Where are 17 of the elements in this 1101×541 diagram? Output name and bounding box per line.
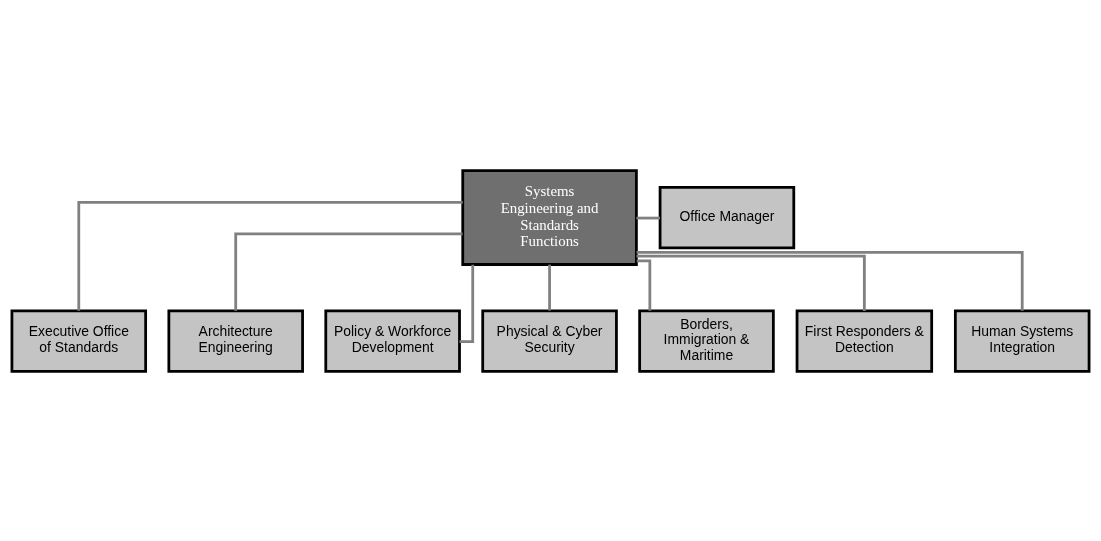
node-box: Architecture Engineering (167, 309, 304, 373)
connector (234, 231, 463, 311)
node-box: Policy & Workforce Development (324, 309, 461, 373)
connector (459, 264, 475, 343)
node-box: Human Systems Integration (953, 309, 1091, 373)
node-box: Physical & Cyber Security (481, 309, 618, 373)
connector (636, 216, 660, 219)
connector (636, 258, 652, 311)
connector (77, 200, 463, 311)
connector (636, 254, 866, 311)
connector (636, 250, 1024, 311)
node-box: Office Manager (658, 185, 796, 249)
connector (548, 264, 551, 311)
node-box: Executive Office of Standards (10, 309, 148, 373)
node-box: Systems Engineering and Standards Functions (461, 168, 638, 266)
node-box: Borders, Immigration & Maritime (638, 309, 775, 373)
node-box: First Responders & Detection (795, 309, 934, 373)
